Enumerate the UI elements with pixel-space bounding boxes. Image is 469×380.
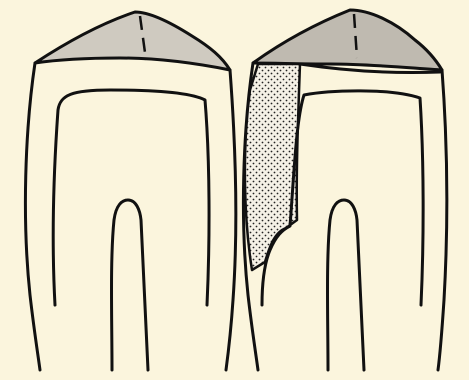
left-tooth-outer-contour — [25, 63, 40, 370]
left-tooth — [25, 12, 235, 370]
right-tooth — [243, 10, 446, 370]
right-tooth-outer-contour-right — [438, 70, 447, 370]
left-tooth-pulp-chamber — [53, 90, 209, 305]
dotted-lesion-region — [245, 64, 300, 270]
left-tooth-outer-contour-right — [226, 70, 236, 370]
right-tooth-root-canal — [328, 200, 365, 370]
left-tooth-cap — [35, 12, 230, 70]
right-tooth-cap — [253, 10, 442, 70]
left-tooth-root-canal — [112, 200, 149, 370]
